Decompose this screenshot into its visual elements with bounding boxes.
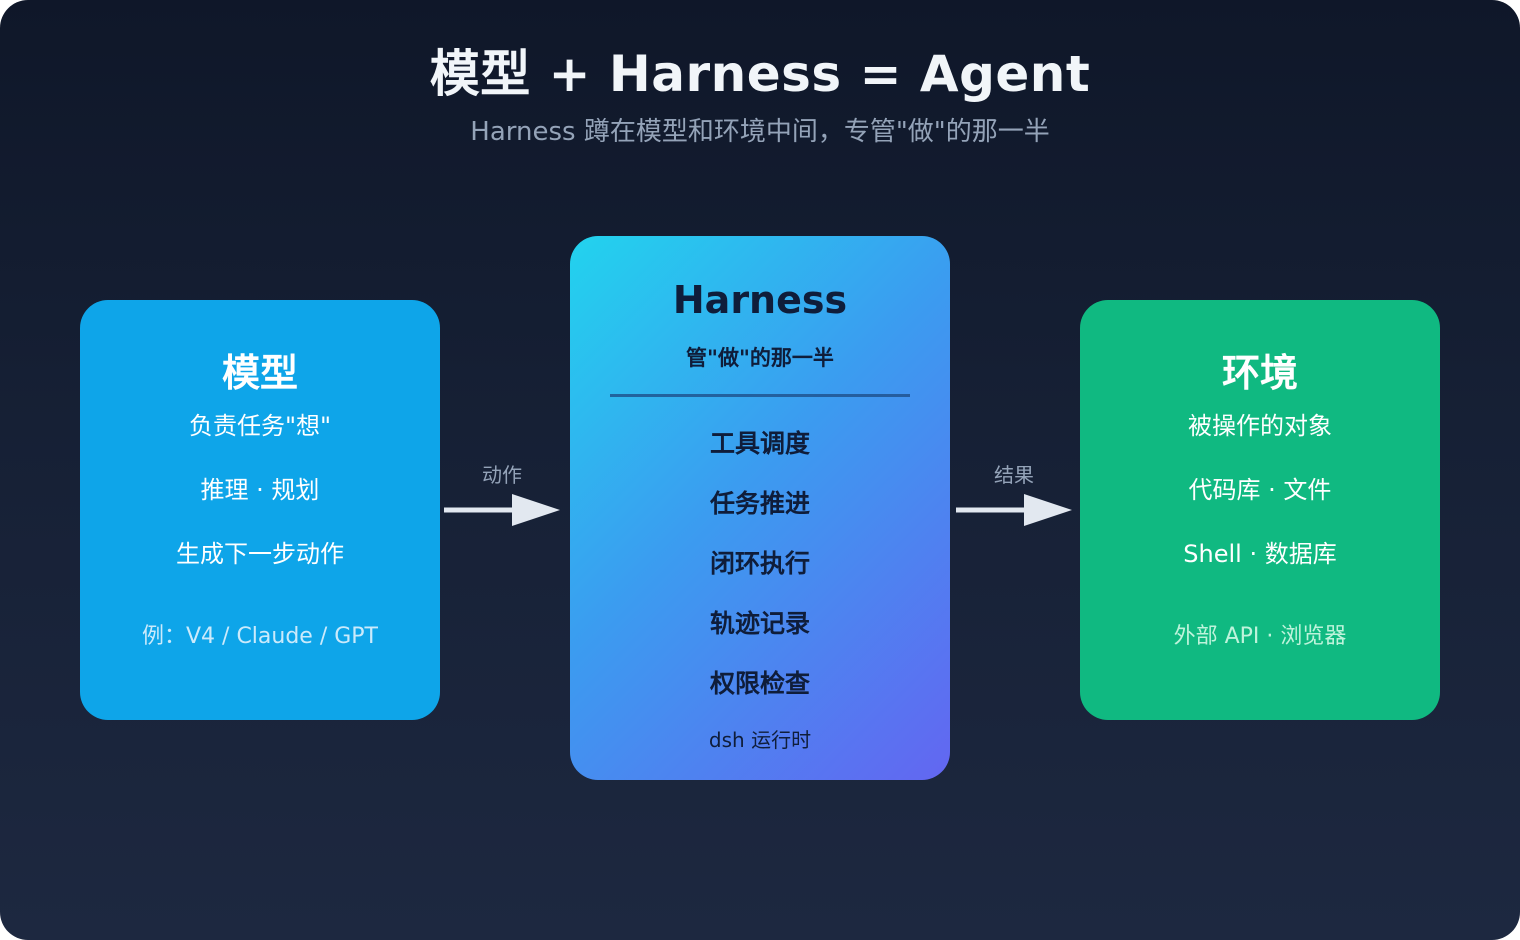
- harness-footer: dsh 运行时: [708, 728, 812, 752]
- environment-example: 外部 API · 浏览器: [1173, 624, 1347, 649]
- arrow-right-icon: [956, 494, 1072, 526]
- page-title: 模型 + Harness = Agent: [429, 45, 1091, 103]
- model-item-reasoning: 推理 · 规划: [200, 476, 320, 504]
- harness-item-tool-dispatch: 工具调度: [709, 429, 810, 458]
- harness-divider: [610, 394, 910, 397]
- harness-title: Harness: [672, 278, 848, 322]
- environment-title: 环境: [1221, 351, 1298, 395]
- arrow-label-result: 结果: [994, 463, 1034, 487]
- environment-card: 环境 被操作的对象 代码库 · 文件 Shell · 数据库 外部 API · …: [1080, 300, 1440, 720]
- harness-item-permission-check: 权限检查: [709, 669, 810, 698]
- harness-subtitle: 管"做"的那一半: [686, 346, 834, 370]
- harness-item-trajectory-log: 轨迹记录: [709, 609, 810, 638]
- arrow-right-icon: [444, 494, 560, 526]
- harness-item-task-progress: 任务推进: [709, 489, 810, 518]
- environment-item-shell-db: Shell · 数据库: [1183, 540, 1337, 568]
- harness-card: Harness 管"做"的那一半 工具调度 任务推进 闭环执行 轨迹记录 权限检…: [570, 236, 950, 780]
- environment-subtitle: 被操作的对象: [1188, 412, 1332, 440]
- page-subtitle: Harness 蹲在模型和环境中间，专管"做"的那一半: [470, 117, 1050, 147]
- model-subtitle: 负责任务"想": [188, 412, 332, 440]
- model-example: 例：V4 / Claude / GPT: [142, 624, 378, 649]
- environment-item-codebase: 代码库 · 文件: [1188, 476, 1332, 504]
- harness-item-closed-loop: 闭环执行: [709, 549, 810, 578]
- model-card: 模型 负责任务"想" 推理 · 规划 生成下一步动作 例：V4 / Claude…: [80, 300, 440, 720]
- arrow-label-action: 动作: [482, 463, 522, 487]
- model-item-next-action: 生成下一步动作: [176, 540, 344, 568]
- model-title: 模型: [221, 351, 298, 395]
